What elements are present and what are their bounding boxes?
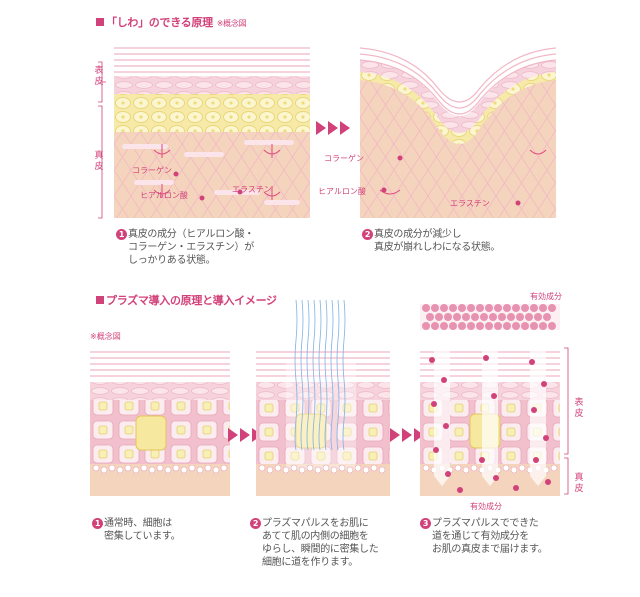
caption-4-line-2: あてて肌の内側の細胞を bbox=[262, 531, 369, 542]
numbered-circle-icon: 2 bbox=[362, 229, 373, 240]
caption-5-line-3: お肌の真皮まで届けます。 bbox=[432, 544, 548, 555]
caption-4-line-4: 細胞に道を作ります。 bbox=[262, 557, 358, 568]
active-ingredient-top-label: 有効成分 bbox=[530, 292, 562, 301]
skin-diagram-wrinkle bbox=[360, 40, 556, 218]
section2-title-text: プラズマ導入の原理と導入イメージ bbox=[106, 294, 277, 307]
section2-note: ※概念図 bbox=[90, 332, 121, 341]
skin-diagram-normal bbox=[114, 40, 310, 218]
triple-arrow-icon bbox=[228, 428, 262, 442]
caption-2-line-2: 真皮が崩れしわになる状態。 bbox=[374, 242, 501, 253]
triple-arrow-icon bbox=[390, 428, 424, 442]
caption-1-line-3: しっかりある状態。 bbox=[128, 255, 216, 266]
caption-2-line-1: 真皮の成分が減少し bbox=[374, 229, 462, 240]
layer-bracket bbox=[98, 61, 106, 219]
elastin-label-2: エラスチン bbox=[450, 199, 490, 208]
numbered-circle-icon: 1 bbox=[92, 518, 103, 529]
epidermis-label: 表皮 bbox=[94, 66, 104, 87]
caption-1-line-1: 真皮の成分（ヒアルロン酸・ bbox=[128, 229, 254, 240]
caption-1-line-2: コラーゲン・エラスチン）が bbox=[128, 242, 254, 253]
active-ingredient-bottom-label: 有効成分 bbox=[470, 502, 502, 511]
section2-title: プラズマ導入の原理と導入イメージ bbox=[96, 292, 277, 308]
epidermis-label-2: 表皮 bbox=[574, 398, 584, 419]
numbered-circle-icon: 1 bbox=[116, 229, 127, 240]
layer-bracket-right bbox=[564, 347, 569, 495]
caption-4-line-3: ゆらし、瞬間的に密集した bbox=[262, 544, 379, 555]
caption-5-line-1: プラズマパルスでできた bbox=[432, 518, 539, 529]
numbered-circle-icon: 3 bbox=[420, 518, 431, 529]
triple-arrow-icon bbox=[316, 121, 350, 135]
square-bullet-icon bbox=[96, 18, 104, 26]
collagen-label: コラーゲン bbox=[132, 166, 172, 175]
caption-5-line-2: 道を通じて有効成分を bbox=[432, 531, 529, 542]
square-bullet-icon bbox=[96, 296, 104, 304]
collagen-label-2: コラーゲン bbox=[324, 154, 364, 163]
plasma-diagram-pulse bbox=[256, 300, 390, 496]
caption-3-line-1: 通常時、細胞は bbox=[104, 518, 172, 529]
caption-3-line-2: 密集しています。 bbox=[104, 531, 181, 542]
numbered-circle-icon: 2 bbox=[250, 518, 261, 529]
plasma-diagram-normal bbox=[90, 346, 230, 496]
hyaluronic-label: ヒアルロン酸 bbox=[140, 191, 188, 200]
section1-title-text: 「しわ」のできる原理 bbox=[106, 16, 213, 29]
dermis-label-2: 真皮 bbox=[574, 473, 584, 494]
plasma-diagram-delivery bbox=[420, 304, 560, 496]
dermis-label: 真皮 bbox=[94, 151, 104, 172]
elastin-label: エラスチン bbox=[232, 185, 272, 194]
caption-4-line-1: プラズマパルスをお肌に bbox=[262, 518, 369, 529]
section1-note: ※概念図 bbox=[216, 19, 247, 28]
section1-title: 「しわ」のできる原理※概念図 bbox=[96, 14, 247, 30]
hyaluronic-label-2: ヒアルロン酸 bbox=[318, 187, 366, 196]
